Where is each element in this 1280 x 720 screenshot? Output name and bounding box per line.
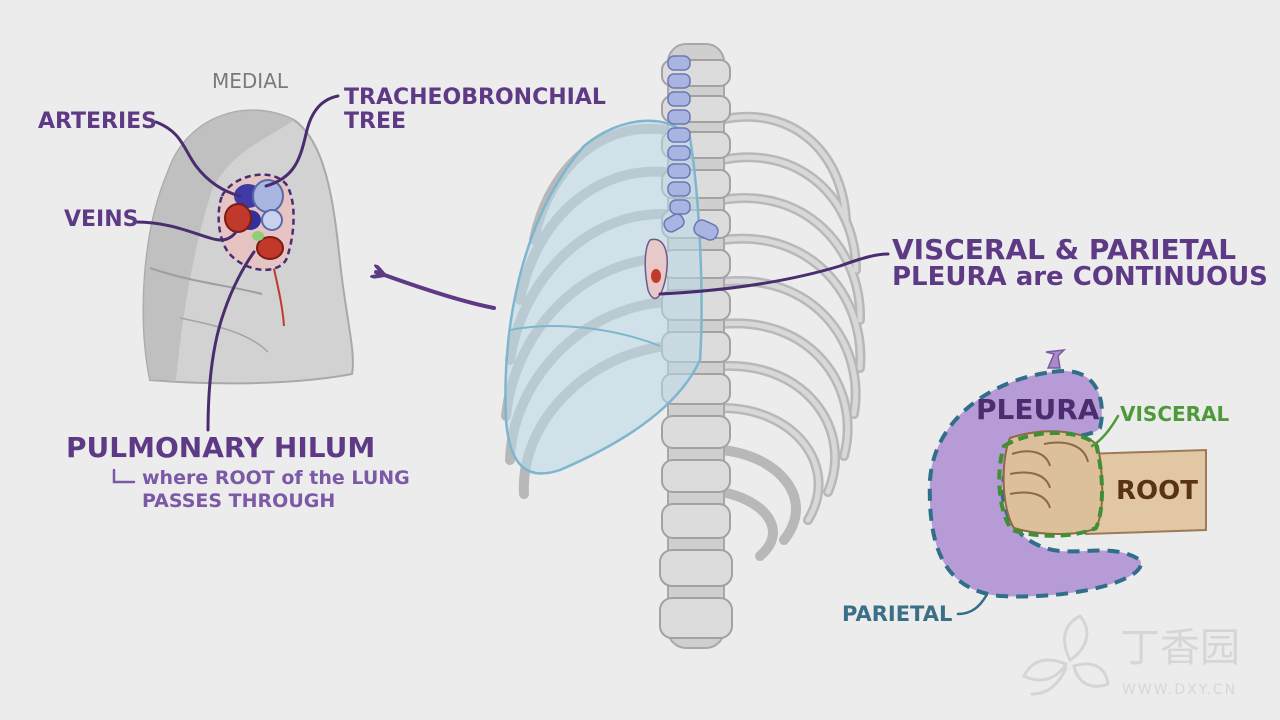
arteries-leader bbox=[154, 120, 242, 198]
upper-vein-blob bbox=[224, 203, 252, 233]
pleura-balloon-analogy bbox=[927, 349, 1207, 616]
tracheobronchial-label-line1: TRACHEOBRONCHIAL bbox=[344, 85, 606, 110]
visceral-label: VISCERAL bbox=[1120, 402, 1230, 426]
tracheobronchial-leader bbox=[264, 94, 340, 188]
continuous-leader bbox=[658, 252, 890, 296]
balloon-knot bbox=[1045, 349, 1067, 369]
hilum-note-line1: where ROOT of the LUNG bbox=[142, 467, 410, 489]
bronchus-blob-lower bbox=[261, 209, 283, 231]
medial-lung-fissure bbox=[149, 267, 263, 295]
watermark-brand: 丁香园 bbox=[1120, 625, 1240, 671]
hilum-note-bracket bbox=[112, 468, 136, 484]
visceral-leader bbox=[1090, 414, 1120, 448]
tracheobronchial-label-line2: TREE bbox=[344, 109, 407, 134]
medial-lung-fissure-lower bbox=[179, 317, 269, 353]
medial-label: MEDIAL bbox=[212, 69, 289, 93]
veins-label: VEINS bbox=[64, 207, 139, 232]
lymph-node-blob bbox=[252, 231, 264, 241]
parietal-leader bbox=[956, 594, 988, 616]
pulmonary-hilum-label: PULMONARY HILUM bbox=[66, 431, 376, 464]
fist-knuckles bbox=[1009, 441, 1089, 509]
lung-hilum-mark bbox=[644, 238, 668, 300]
watermark-url: WWW.DXY.CN bbox=[1122, 682, 1238, 698]
hilum-note-line2: PASSES THROUGH bbox=[142, 490, 336, 512]
pointer-arrow bbox=[376, 272, 496, 310]
ribcage-illustration bbox=[501, 43, 890, 649]
medial-lung-illustration bbox=[142, 109, 354, 385]
hilum bbox=[217, 173, 295, 272]
pleura-continuous-label-line2: PLEURA are CONTINUOUS bbox=[892, 262, 1268, 292]
hilum-leader bbox=[206, 250, 256, 432]
trachea bbox=[663, 55, 719, 241]
pleura-label: PLEURA bbox=[976, 393, 1100, 426]
visceral-layer bbox=[997, 430, 1104, 538]
root-label: ROOT bbox=[1116, 476, 1198, 506]
arteries-label: ARTERIES bbox=[38, 109, 158, 134]
fist bbox=[1002, 430, 1104, 535]
pleura-continuous-label-line1: VISCERAL & PARIETAL bbox=[892, 233, 1237, 266]
lower-vein-blob bbox=[256, 236, 284, 260]
hilum-red-dot bbox=[651, 269, 661, 283]
watermark-logo bbox=[1021, 614, 1110, 696]
lung-fissure bbox=[509, 325, 661, 347]
medial-lung-left-face bbox=[143, 110, 294, 380]
parietal-label: PARIETAL bbox=[842, 602, 953, 626]
pleura-balloon bbox=[927, 368, 1143, 599]
veins-leader bbox=[134, 220, 238, 242]
